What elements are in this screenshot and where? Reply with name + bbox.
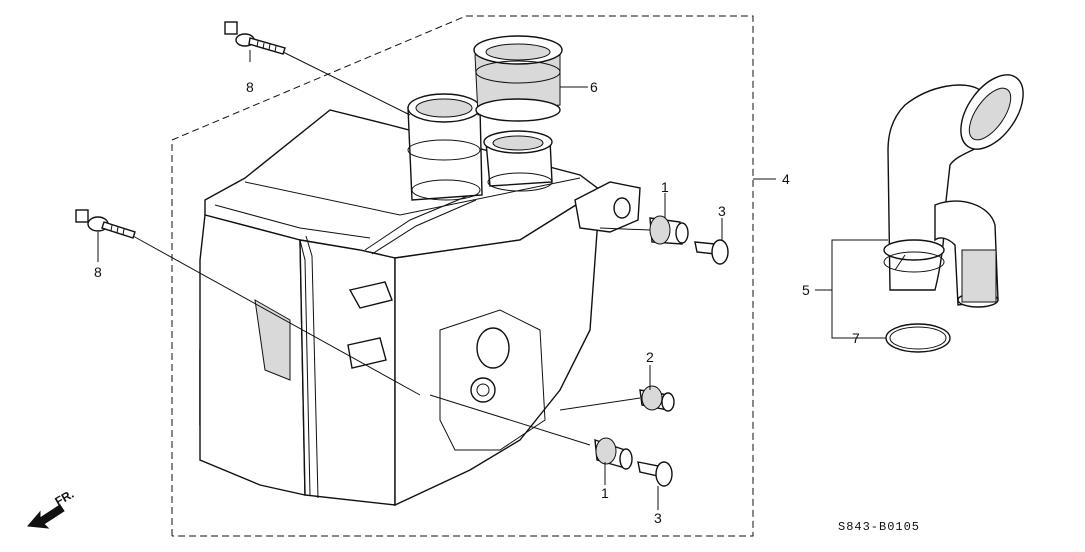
bolt-8-lower — [75, 209, 136, 239]
callout-1-upper: 1 — [661, 179, 669, 195]
collar-bolt-3-upper — [694, 239, 729, 265]
collar-bolt-3-lower — [637, 461, 673, 487]
callout-8-lower: 8 — [94, 264, 102, 280]
grommet-2 — [639, 385, 675, 412]
bolt-8-upper — [224, 21, 286, 55]
callout-2: 2 — [646, 349, 654, 365]
resonator-body — [199, 109, 602, 507]
outlet-neck — [483, 130, 553, 192]
leader-lines — [97, 50, 888, 510]
callout-4: 4 — [782, 171, 790, 187]
callout-3-lower: 3 — [654, 510, 662, 526]
front-direction-label: FR. — [53, 487, 77, 509]
callout-1-lower: 1 — [601, 485, 609, 501]
grommet-1-upper — [649, 215, 689, 245]
mounting-bracket — [574, 181, 641, 233]
assembly-boundary — [171, 15, 754, 537]
rubber-seal-6 — [473, 35, 563, 122]
elbow-duct-5 — [883, 74, 1024, 308]
front-direction-indicator: FR. — [26, 487, 77, 529]
callout-5: 5 — [802, 282, 810, 298]
callout-3-upper: 3 — [718, 203, 726, 219]
intake-neck — [407, 93, 483, 201]
callout-6: 6 — [590, 79, 598, 95]
front-arrow-icon — [26, 504, 65, 529]
grommet-1-lower — [594, 437, 633, 470]
o-ring-7 — [885, 323, 951, 353]
callout-8-upper: 8 — [246, 79, 254, 95]
diagram-code: S843-B0105 — [838, 520, 920, 534]
callout-7: 7 — [852, 330, 860, 346]
